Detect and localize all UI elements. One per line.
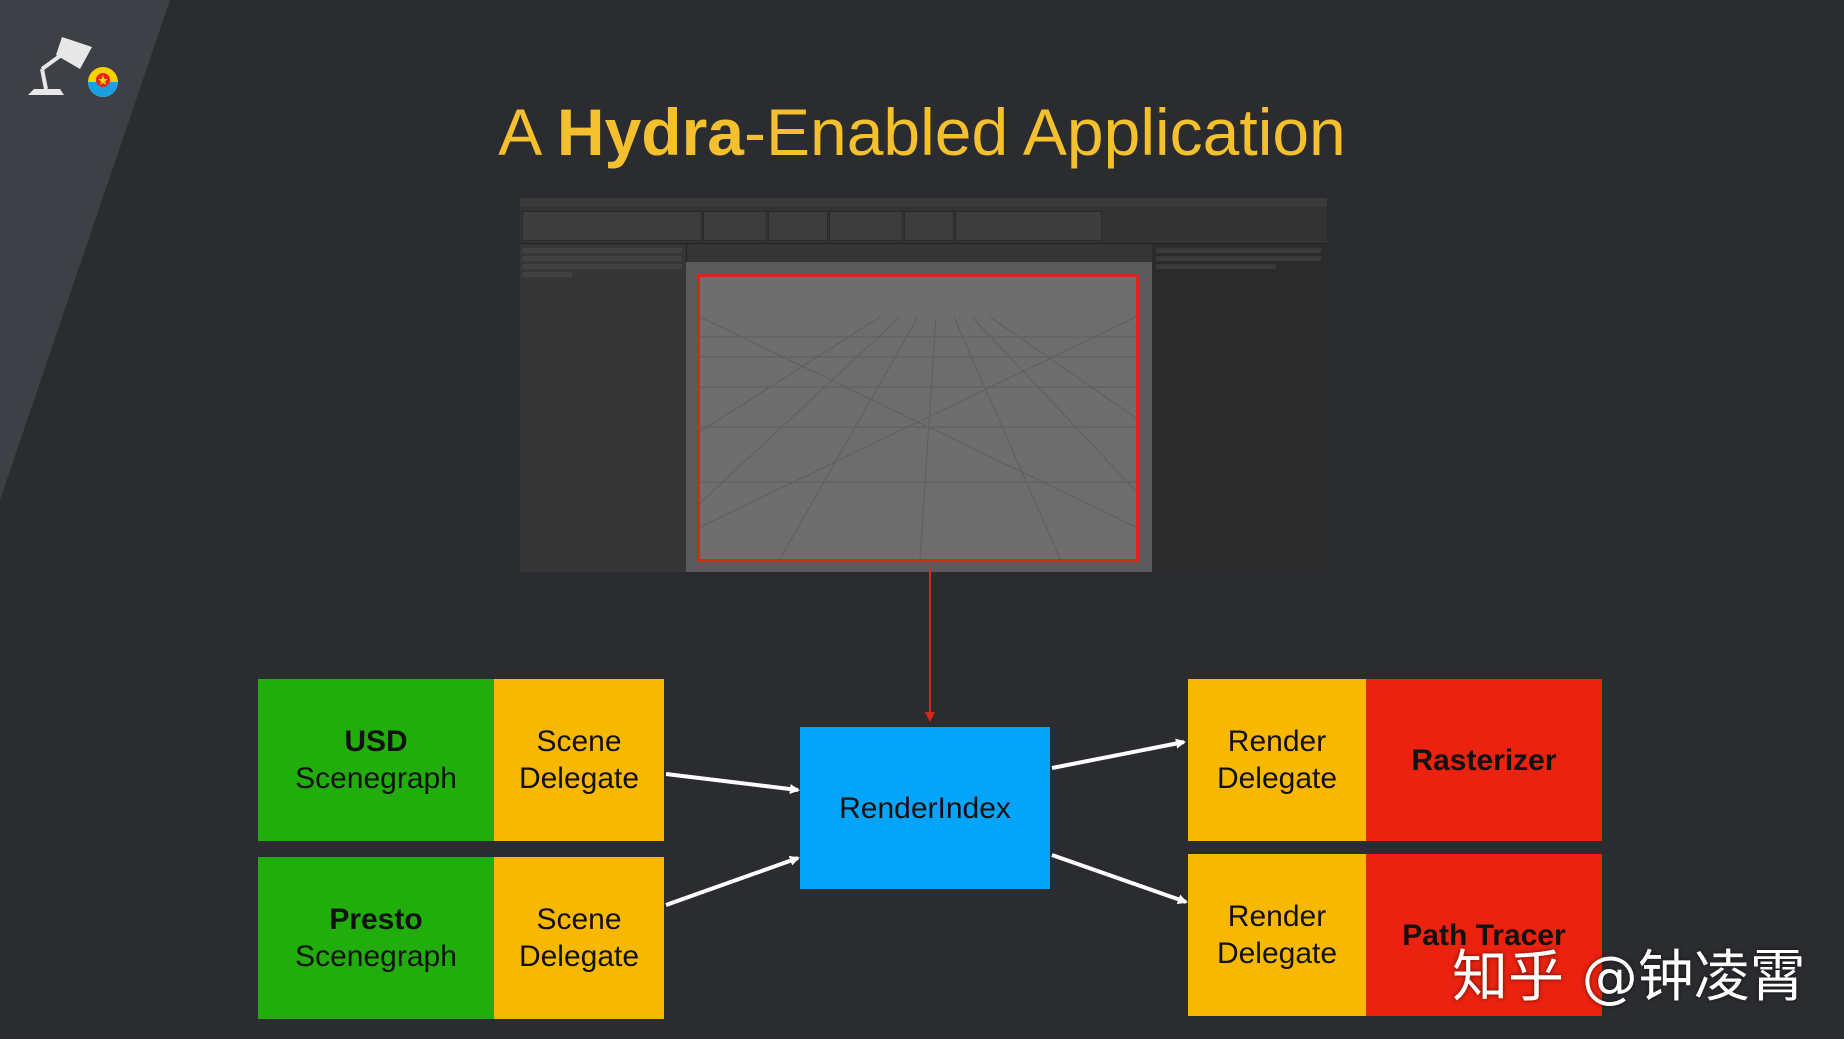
app-menubar bbox=[520, 198, 1327, 207]
title-suffix: -Enabled Application bbox=[744, 95, 1346, 169]
app-left-panel bbox=[520, 244, 687, 572]
pixar-ball-icon bbox=[88, 67, 118, 97]
watermark: 知乎 @钟凌霄 bbox=[1452, 945, 1806, 1010]
render-index-label: RenderIndex bbox=[839, 791, 1011, 825]
delegate-line1: Render bbox=[1227, 725, 1327, 758]
delegate-line2: Delegate bbox=[518, 762, 640, 795]
presto-scene-delegate-box: Scene Delegate bbox=[494, 857, 664, 1019]
path-tracer-box: Path Tracer bbox=[1366, 854, 1602, 1016]
pixar-lamp-icon bbox=[28, 37, 92, 95]
app-viewport bbox=[697, 274, 1139, 562]
usd-viewer-window-icon bbox=[520, 198, 1327, 572]
render-index-box: RenderIndex bbox=[800, 727, 1050, 889]
delegate-line1: Render bbox=[1227, 900, 1327, 933]
app-tabrow bbox=[520, 244, 1327, 262]
title-prefix: A bbox=[498, 95, 557, 169]
source-title: USD bbox=[344, 725, 408, 758]
grid-floor bbox=[700, 316, 1136, 559]
usd-scenegraph-box: USD Scenegraph bbox=[258, 679, 494, 841]
delegate-line2: Delegate bbox=[1216, 937, 1338, 970]
render-delegate-box-2: Render Delegate bbox=[1188, 854, 1366, 1016]
backend-label: Path Tracer bbox=[1402, 918, 1566, 952]
delegate-line1: Scene bbox=[536, 903, 622, 936]
delegate-line2: Delegate bbox=[1216, 762, 1338, 795]
presto-scenegraph-box: Presto Scenegraph bbox=[258, 857, 494, 1019]
backend-label: Rasterizer bbox=[1411, 743, 1557, 777]
usd-scene-delegate-box: Scene Delegate bbox=[494, 679, 664, 841]
app-toolbar bbox=[520, 207, 1327, 244]
slide-title: A Hydra-Enabled Application bbox=[0, 92, 1844, 172]
title-bold: Hydra bbox=[556, 95, 744, 169]
delegate-line2: Delegate bbox=[518, 940, 640, 973]
rasterizer-box: Rasterizer bbox=[1366, 679, 1602, 841]
source-sub: Scenegraph bbox=[295, 940, 457, 973]
source-title: Presto bbox=[329, 903, 423, 936]
render-delegate-box-1: Render Delegate bbox=[1188, 679, 1366, 841]
logo bbox=[20, 25, 130, 105]
delegate-line1: Scene bbox=[536, 725, 622, 758]
app-right-panel bbox=[1152, 244, 1327, 572]
source-sub: Scenegraph bbox=[295, 762, 457, 795]
